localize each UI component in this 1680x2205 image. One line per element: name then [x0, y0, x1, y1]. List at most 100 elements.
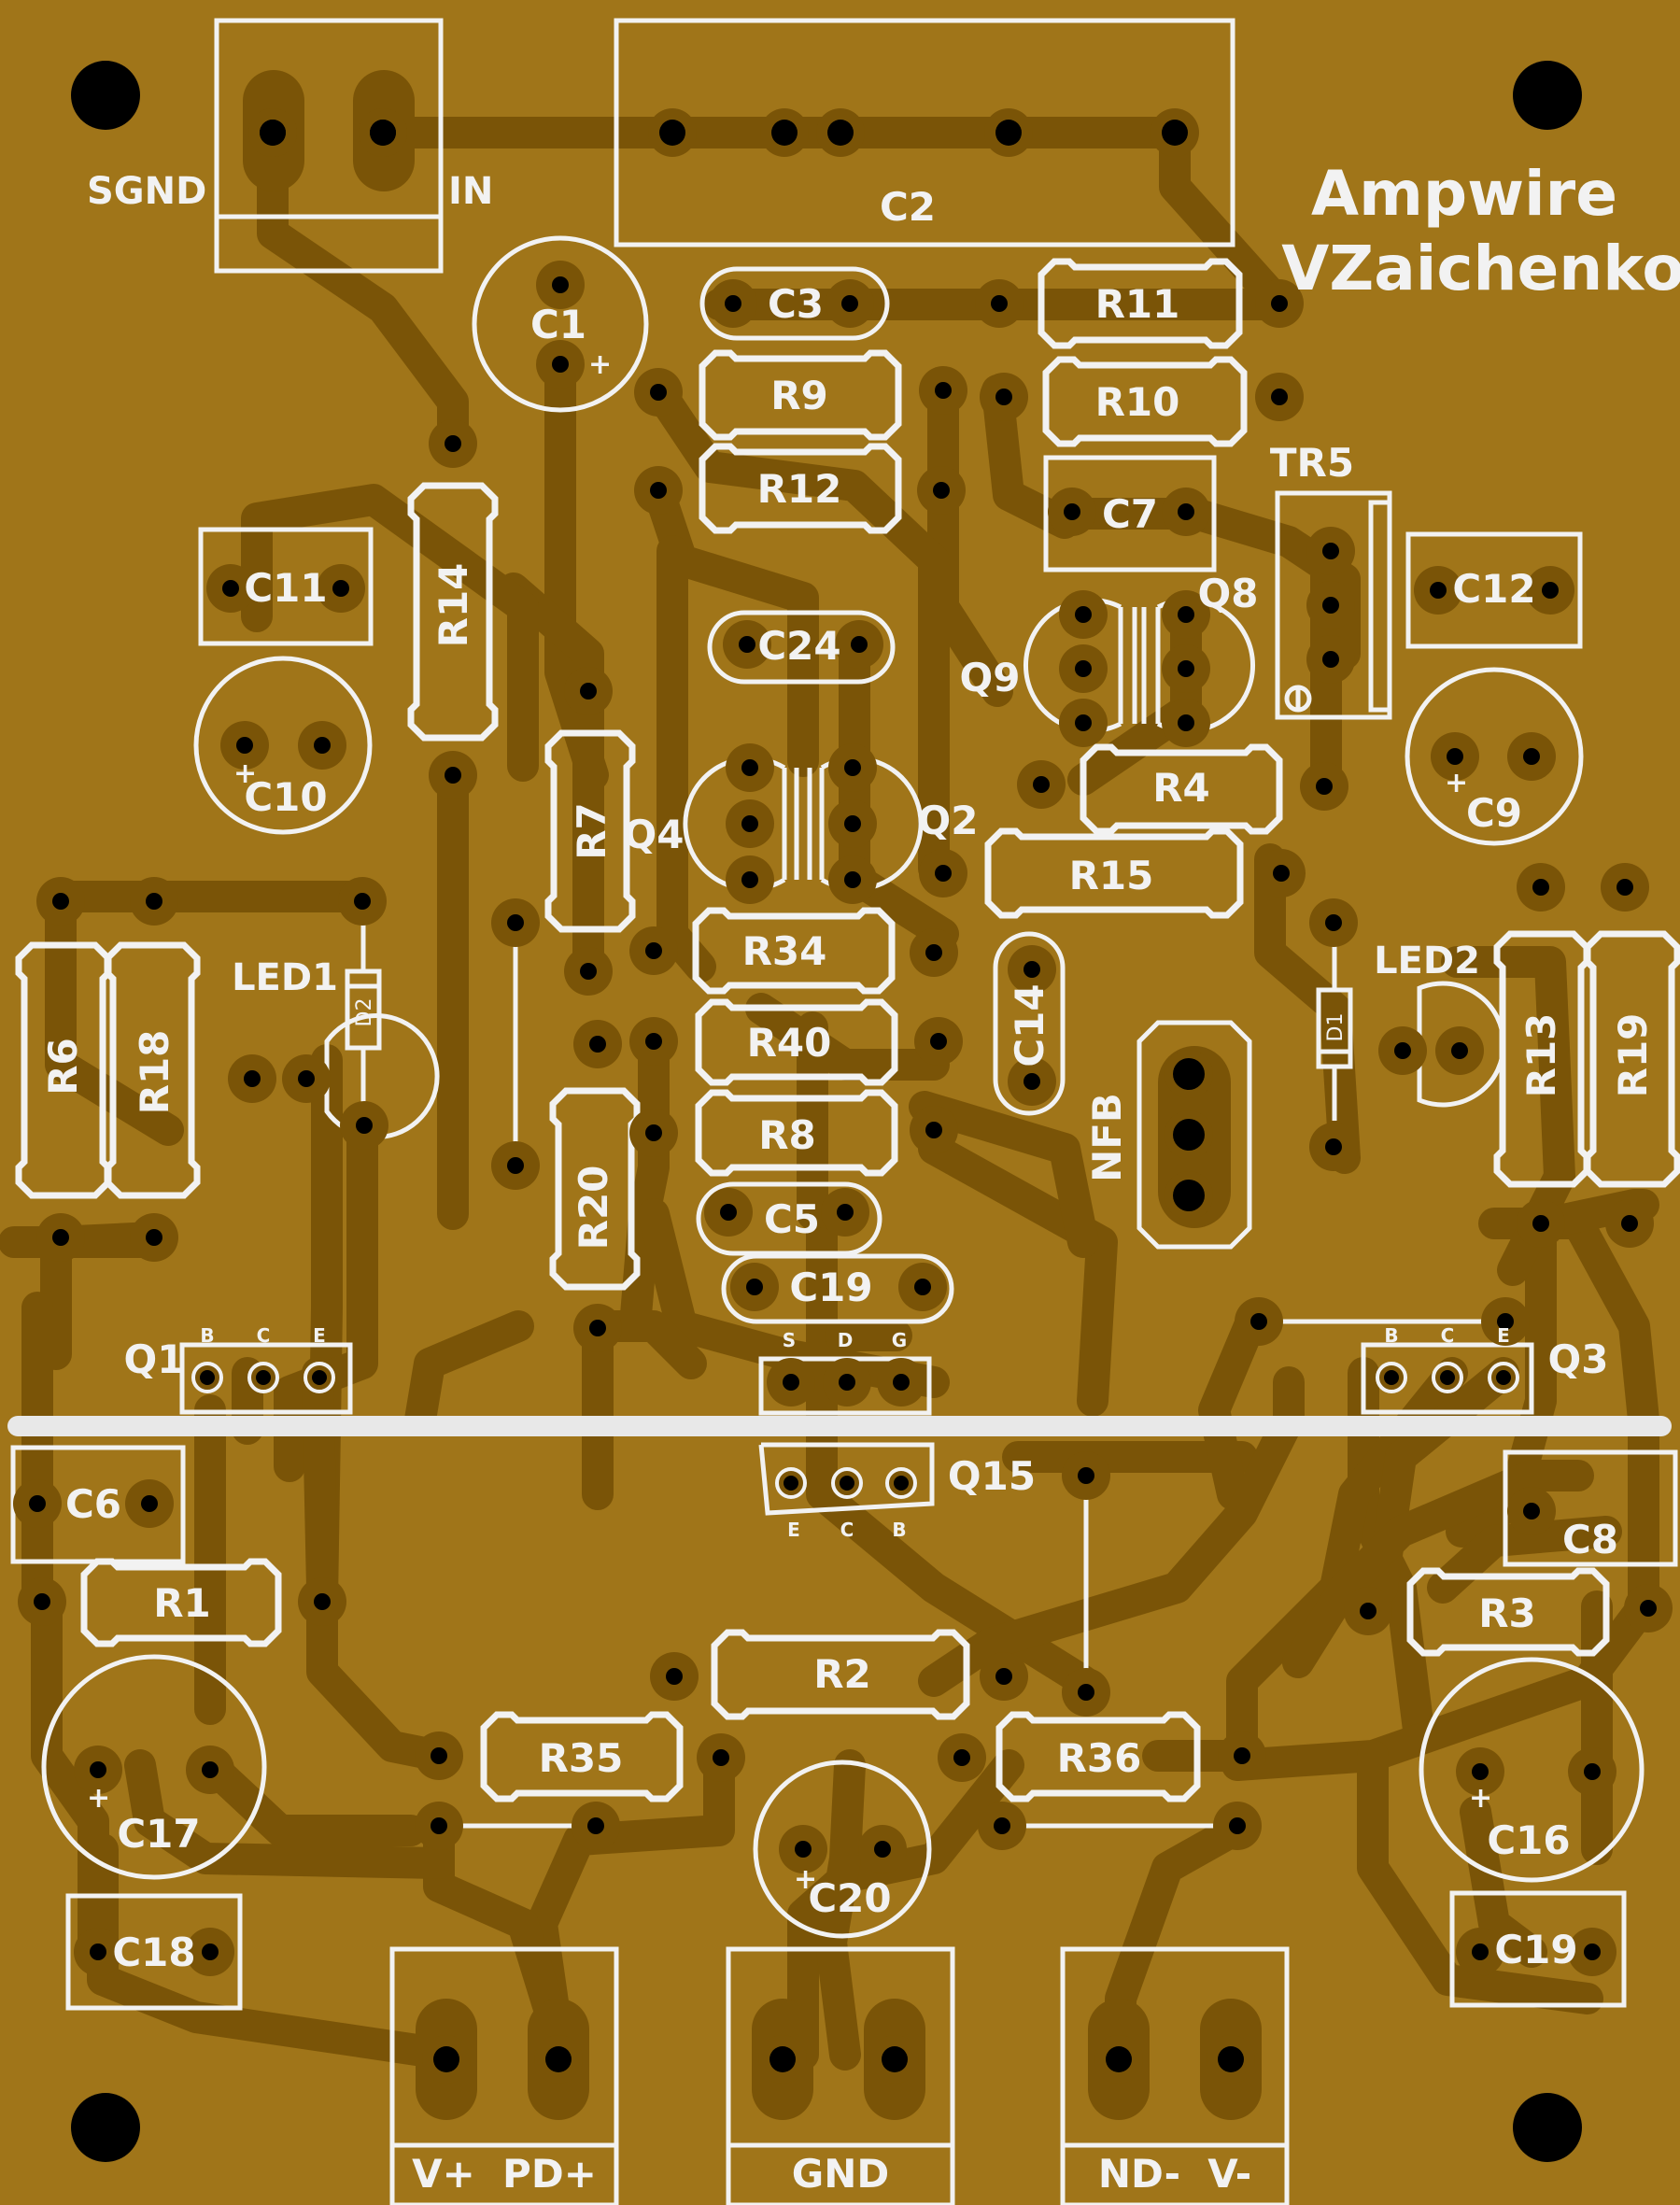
q15-pin-b: B — [892, 1519, 906, 1541]
r11-body — [1038, 258, 1243, 349]
r18-label: R18 — [132, 1030, 177, 1115]
drill-hole — [741, 759, 758, 776]
r19-label: R19 — [1610, 1013, 1656, 1098]
r15-label: R15 — [1069, 853, 1154, 898]
r4-label: R4 — [1152, 765, 1210, 811]
drill-hole — [645, 942, 662, 959]
r1-body — [80, 1558, 282, 1647]
c10-plus: + — [233, 757, 257, 790]
drill-hole — [1384, 1370, 1399, 1385]
drill-hole — [841, 295, 858, 312]
r8-label: R8 — [758, 1112, 816, 1158]
q9-label: Q9 — [960, 655, 1021, 700]
c14-outline — [993, 931, 1066, 1116]
c18-label: C18 — [112, 1929, 195, 1975]
q15-bottom-outline — [758, 1442, 935, 1516]
drill-hole — [893, 1374, 910, 1391]
drill-hole — [200, 1370, 215, 1385]
drill-hole — [141, 1495, 158, 1512]
mounting-hole-top-left — [71, 61, 140, 130]
drill-hole — [507, 914, 524, 931]
drill-hole — [34, 1593, 50, 1610]
c16-plus: + — [1469, 1782, 1492, 1815]
r10-label: R10 — [1095, 379, 1180, 425]
drill-hole — [1024, 961, 1040, 978]
r34-body — [692, 907, 896, 995]
drill-hole — [545, 2046, 572, 2072]
conn-vplus-outline — [389, 1946, 619, 2205]
drill-hole — [1162, 120, 1188, 146]
c20-outline — [753, 1760, 932, 1939]
q15-pin-s: S — [783, 1329, 796, 1351]
drill-hole — [1178, 503, 1194, 520]
c19-top-label: C19 — [789, 1265, 872, 1310]
c16-outline — [1419, 1657, 1645, 1883]
c9-label: C9 — [1466, 790, 1522, 836]
drill-holes — [29, 120, 1657, 2072]
drill-hole — [844, 815, 861, 832]
drill-hole — [784, 1476, 798, 1491]
drill-hole — [1024, 1073, 1040, 1090]
r20-label: R20 — [571, 1166, 616, 1251]
drill-hole — [1173, 1058, 1205, 1090]
drill-hole — [580, 963, 597, 980]
d1-label: D1 — [1324, 1013, 1348, 1042]
drill-hole — [995, 120, 1022, 146]
drill-hole — [991, 295, 1008, 312]
r40-body — [695, 998, 898, 1086]
c19-bottom-outline — [1449, 1890, 1627, 2008]
drill-hole — [925, 944, 942, 961]
drill-hole — [1250, 1313, 1267, 1330]
c14-label: C14 — [1007, 983, 1052, 1067]
r7-label: R7 — [569, 802, 614, 860]
q3-label: Q3 — [1548, 1336, 1609, 1382]
c12-outline — [1405, 531, 1583, 649]
drill-hole — [589, 1036, 606, 1053]
r40-label: R40 — [747, 1020, 832, 1066]
r8-body — [695, 1089, 898, 1177]
drill-hole — [1178, 606, 1194, 623]
q15-pin-c: C — [840, 1519, 854, 1541]
drill-hole — [202, 1944, 219, 1960]
drill-hole — [29, 1495, 46, 1512]
q15-pin-d: D — [838, 1329, 854, 1351]
drill-hole — [659, 120, 685, 146]
drill-hole — [666, 1668, 683, 1685]
r6-label: R6 — [40, 1038, 86, 1095]
drill-hole — [1234, 1747, 1250, 1764]
nfb-outline — [1136, 1020, 1252, 1250]
c7-outline — [1043, 455, 1217, 572]
c1-outline — [472, 235, 649, 413]
c6-label: C6 — [65, 1481, 121, 1527]
drill-hole — [851, 636, 868, 653]
drill-hole — [370, 120, 396, 146]
drill-hole — [222, 580, 239, 597]
drill-hole — [1640, 1600, 1657, 1617]
drill-hole — [433, 2046, 459, 2072]
drill-hole — [202, 1761, 219, 1778]
drill-hole — [874, 1841, 891, 1858]
mounting-hole-top-right — [1513, 61, 1582, 130]
c11-label: C11 — [244, 565, 327, 611]
conn-vminus-label: ND- V- — [1098, 2151, 1251, 2197]
c3-outline — [699, 266, 890, 341]
c1-plus: + — [588, 348, 612, 381]
r1-label: R1 — [153, 1580, 211, 1626]
r12-label: R12 — [757, 466, 842, 512]
polarity-marks: + + + + + + — [87, 348, 1492, 1896]
drill-hole — [741, 815, 758, 832]
pin-labels: B C E B C E S D G E C B — [200, 1324, 1509, 1541]
r4-body — [1080, 743, 1283, 835]
r20-body — [549, 1087, 641, 1291]
tr5-outline — [1275, 490, 1392, 720]
drill-hole — [1178, 714, 1194, 731]
drill-hole — [839, 1374, 855, 1391]
q8-label: Q8 — [1198, 571, 1259, 616]
c8-outline — [1503, 1449, 1678, 1567]
drill-hole — [725, 295, 741, 312]
drill-hole — [1078, 1684, 1094, 1701]
drill-hole — [1075, 660, 1092, 677]
q4-label: Q4 — [624, 812, 685, 857]
drill-hole — [1075, 714, 1092, 731]
drill-hole — [1322, 597, 1339, 614]
